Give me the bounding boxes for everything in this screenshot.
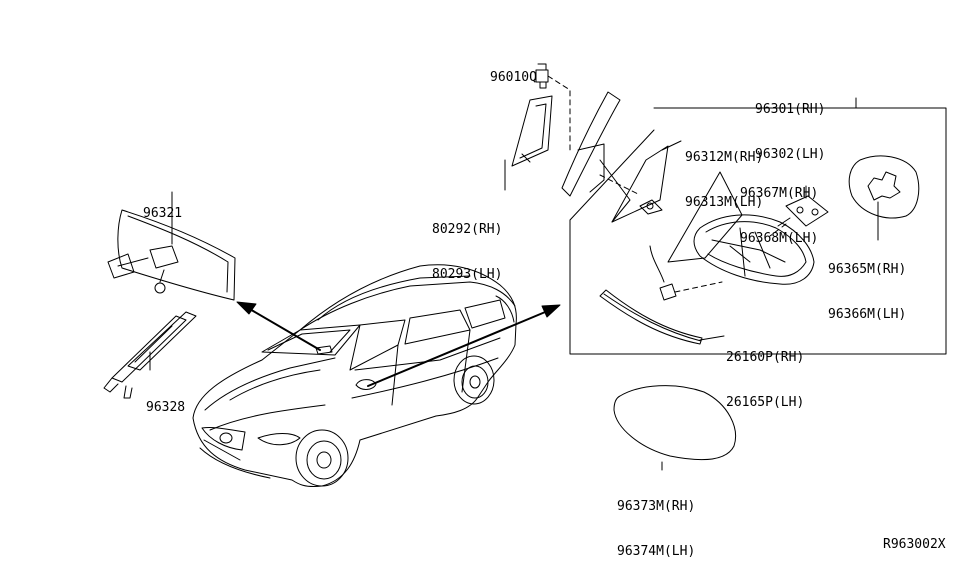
label-line: 96313M(LH): [685, 195, 764, 210]
bracket-96328: [103, 311, 197, 399]
label-line: 26165P(LH): [726, 395, 805, 410]
label-line: 96302(LH): [755, 147, 826, 162]
leader-96312m: [661, 140, 682, 151]
dashed-96312m: [599, 174, 641, 196]
label-line: 96374M(LH): [617, 544, 696, 559]
clip-96010q: [535, 63, 549, 89]
actuator-96367m: [777, 195, 829, 227]
label-line: 96312M(RH): [685, 150, 764, 165]
leader-96010q-dashed: [547, 75, 571, 151]
label-line: 96301(RH): [755, 102, 826, 117]
part-label-96373m[interactable]: 96373M(RH) 96374M(LH): [617, 469, 695, 574]
turn-lamp-26160p: [599, 289, 703, 345]
mirror-housing: [649, 171, 815, 301]
pointer-arrows: [236, 301, 561, 387]
label-line: 96368M(LH): [740, 231, 819, 246]
label-line: 80293(LH): [432, 267, 503, 282]
part-label-96321[interactable]: 96321: [143, 176, 182, 236]
door-frame: [561, 91, 631, 223]
label-line: 26160P(RH): [726, 350, 805, 365]
label-line: 96373M(RH): [617, 499, 696, 514]
mirror-glass-96365m: [848, 155, 920, 219]
label-line: 96367M(RH): [740, 186, 819, 201]
part-label-96010q[interactable]: 96010Q: [490, 40, 537, 100]
mirror-base-96312m: [611, 145, 669, 223]
leader-26160p: [699, 335, 725, 341]
dashed-actuator: [769, 223, 787, 237]
inner-mirror-96321: [107, 209, 236, 301]
assembly-frame-box: [569, 107, 947, 355]
corner-finisher-80292: [511, 95, 553, 167]
mirror-cover-96373m: [613, 385, 736, 461]
sedan-car-illustration: [192, 264, 517, 487]
label-line: 96365M(RH): [828, 262, 907, 277]
label-line: 96366M(LH): [828, 307, 907, 322]
part-label-96301[interactable]: 96301(RH) 96302(LH): [755, 72, 825, 177]
label-line: 96010Q: [490, 70, 537, 85]
label-line: 80292(RH): [432, 222, 503, 237]
dashed-wire: [674, 281, 723, 293]
part-label-96367m[interactable]: 96367M(RH) 96368M(LH): [740, 156, 818, 261]
part-label-96312m[interactable]: 96312M(RH) 96313M(LH): [685, 120, 763, 225]
label-line: 96321: [143, 206, 183, 221]
part-label-96365m[interactable]: 96365M(RH) 96366M(LH): [828, 232, 906, 337]
part-label-26160p[interactable]: 26160P(RH) 26165P(LH): [726, 320, 804, 425]
part-label-80292[interactable]: 80292(RH) 80293(LH): [432, 192, 502, 297]
label-line: 96328: [146, 400, 186, 415]
part-label-96328[interactable]: 96328: [146, 370, 185, 430]
diagram-code: R963002X: [883, 537, 946, 552]
